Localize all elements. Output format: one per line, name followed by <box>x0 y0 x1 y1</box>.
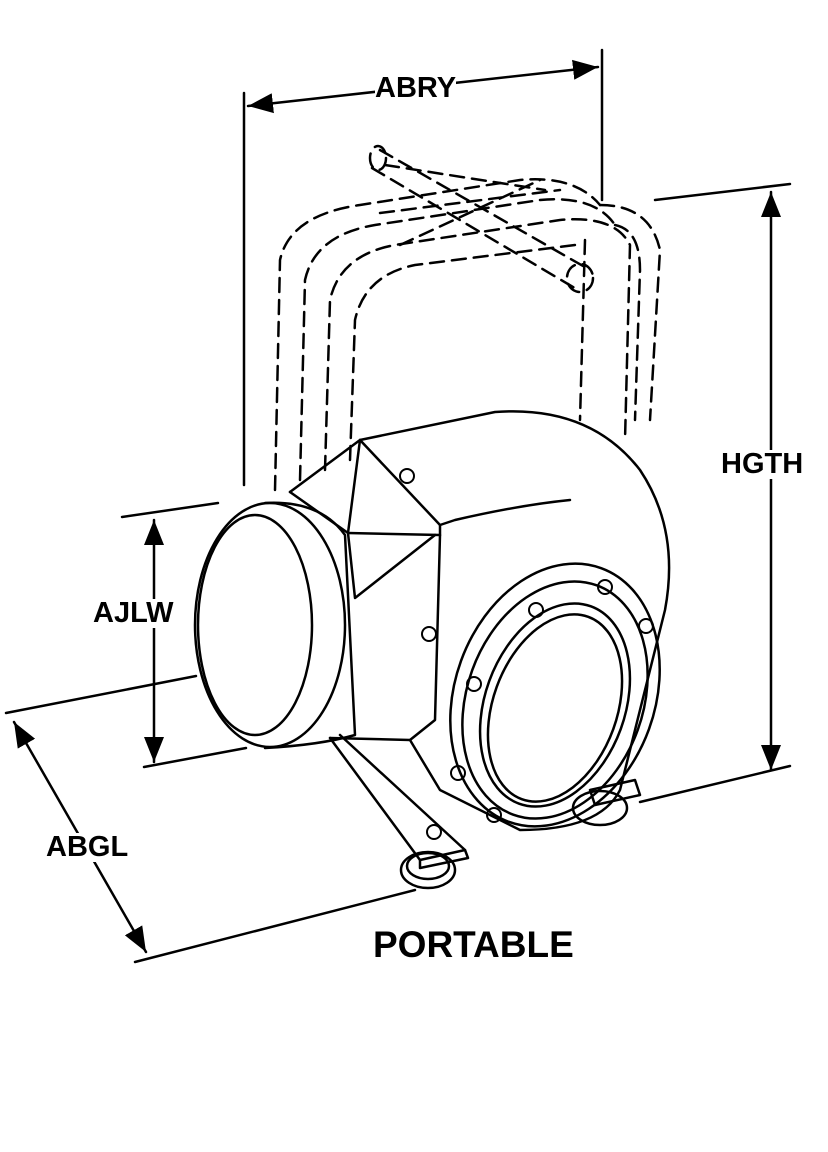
caption: PORTABLE <box>373 924 574 965</box>
abgl-label: ABGL <box>46 831 129 863</box>
abry-label: ABRY <box>375 72 457 104</box>
hgth-dimension <box>638 182 792 804</box>
hgth-label: HGTH <box>721 448 804 480</box>
blower-body <box>193 410 671 890</box>
handle-dashed <box>273 144 662 492</box>
ajlw-label: AJLW <box>93 597 174 629</box>
ajlw-dimension <box>120 501 248 769</box>
abry-dimension <box>242 48 604 487</box>
